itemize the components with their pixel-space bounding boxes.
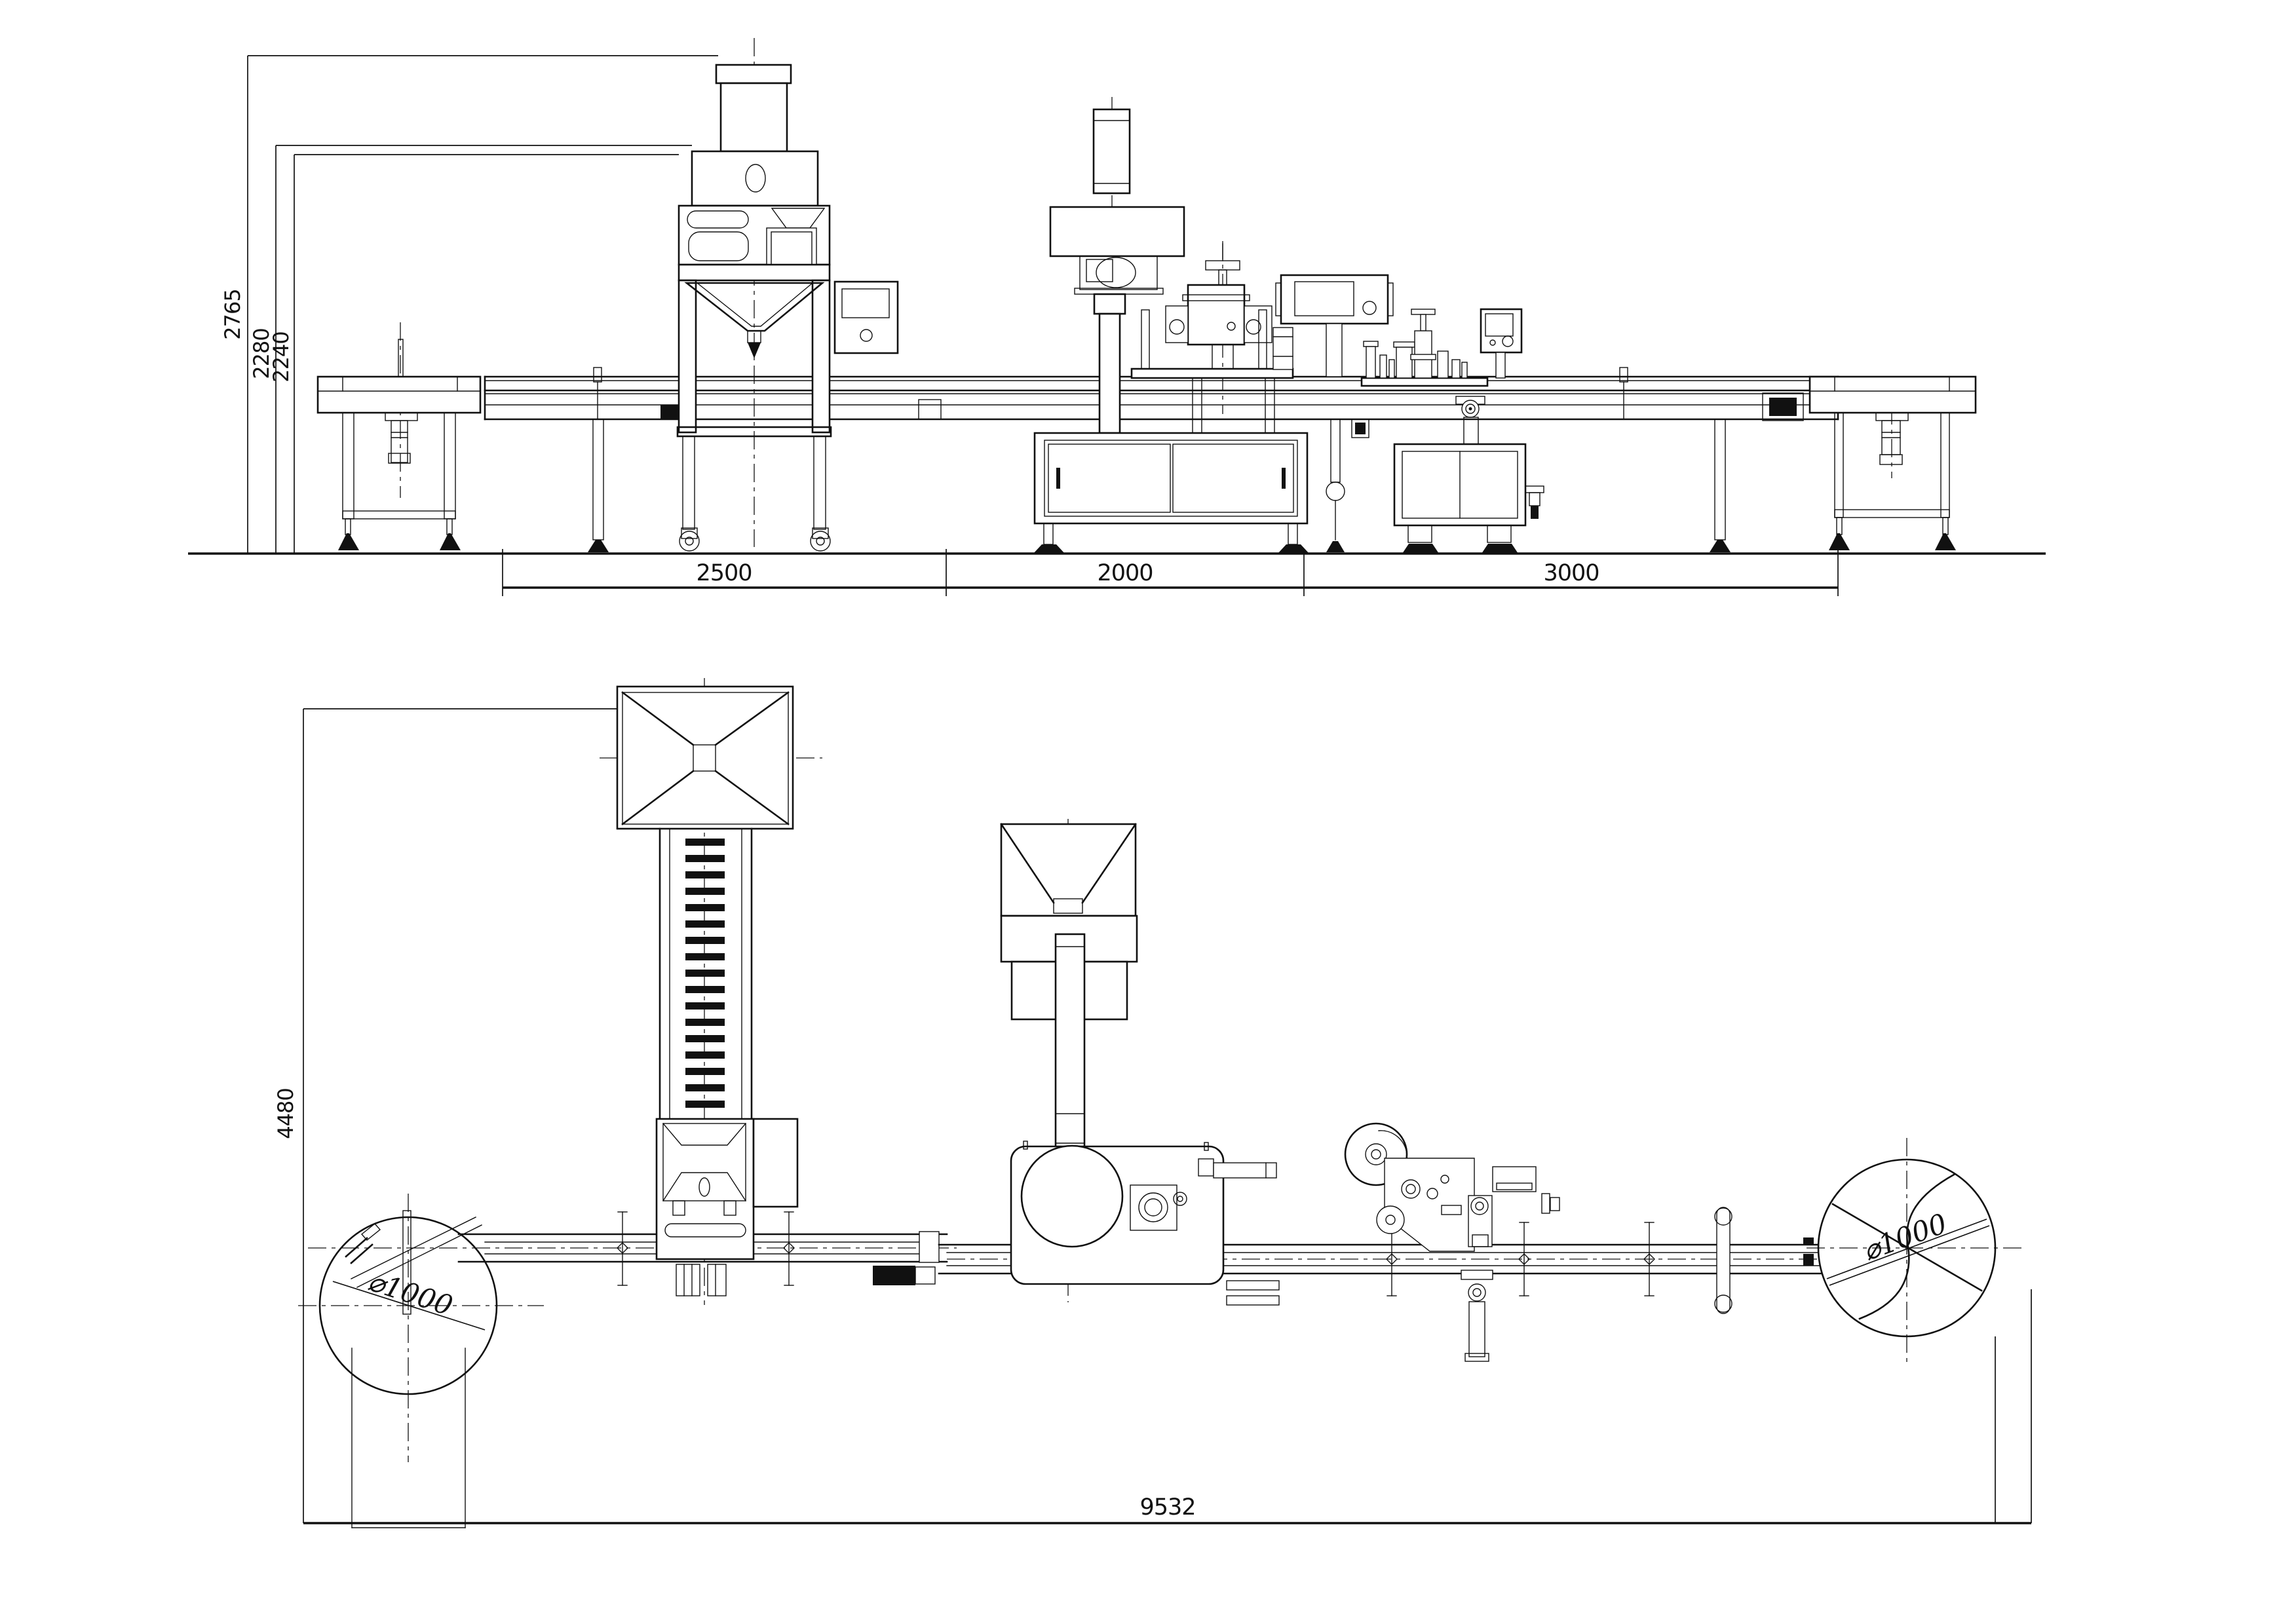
section-dimensions: 2500 2000 3000 (502, 549, 1839, 596)
infeed-turntable-plan: ⌀1000 (298, 1194, 544, 1528)
capper-plan (1130, 1158, 1280, 1306)
capper-cabinet (1033, 432, 1309, 525)
height-dim-2280: 2280 (249, 328, 274, 379)
section-dim-3000: 3000 (1543, 560, 1599, 586)
filler-plan (1000, 819, 1225, 1302)
conveyor-leg-symbol (1386, 1222, 1655, 1296)
conveyor-leg-symbol (617, 1211, 795, 1286)
auger-filler-front (676, 38, 899, 552)
height-dim-2240: 2240 (269, 331, 294, 382)
plan-dim-9532: 9532 (1139, 1494, 1195, 1520)
capping-turret (1130, 241, 1294, 434)
labeller-plan (1344, 1122, 1560, 1362)
plan-dim-4480: 4480 (273, 1088, 298, 1139)
labeller-hmi-front (1480, 308, 1523, 379)
conveyor-h-leg (1716, 1207, 1731, 1314)
front-view: 2765 2280 2240 2500 2000 3000 (188, 38, 2046, 596)
labeller-hmi-plan (1492, 1166, 1537, 1192)
capping-machine-front (1033, 97, 1309, 554)
capper-hmi-front (1275, 274, 1394, 377)
section-dim-2500: 2500 (696, 560, 752, 586)
outfeed-turntable-plan: ⌀1000 (1807, 1138, 2025, 1366)
height-dimensions: 2765 2280 2240 (220, 55, 718, 554)
conveyor-drive-motor (873, 1266, 915, 1285)
plan-view: 4480 9532 (273, 678, 2032, 1528)
transfer-junction (919, 1231, 940, 1263)
outfeed-turntable-front (1808, 375, 1977, 550)
height-dim-2765: 2765 (220, 289, 245, 339)
bucket-elevator-plan (600, 678, 822, 1305)
plan-dimensions: 4480 9532 (273, 708, 2032, 1524)
infeed-turntable-front (316, 322, 482, 550)
labeller-front (1360, 308, 1544, 554)
section-dim-2000: 2000 (1097, 560, 1153, 586)
